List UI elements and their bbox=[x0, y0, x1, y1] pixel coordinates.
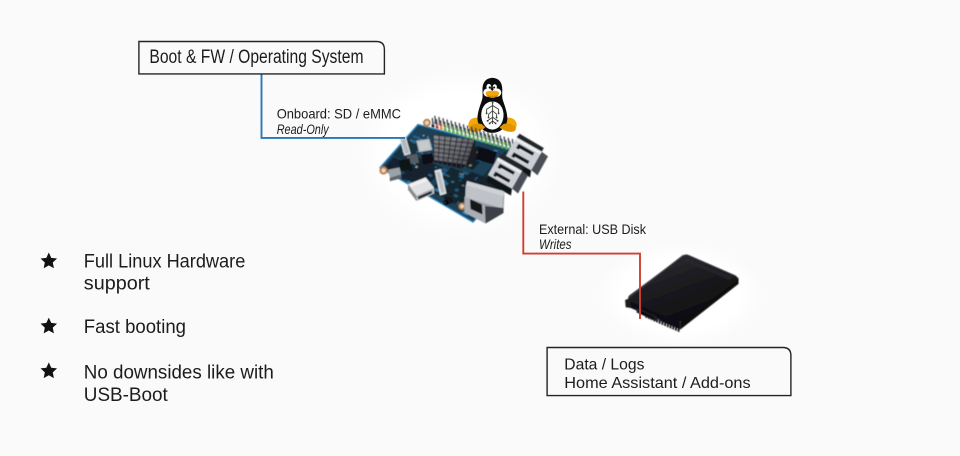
svg-text:Home Assistant / Add-ons: Home Assistant / Add-ons bbox=[564, 375, 750, 392]
svg-text:USB-Boot: USB-Boot bbox=[84, 385, 169, 406]
svg-text:Writes: Writes bbox=[539, 236, 572, 252]
svg-text:support: support bbox=[84, 274, 151, 295]
svg-text:External: USB Disk: External: USB Disk bbox=[539, 221, 647, 237]
svg-text:Read-Only: Read-Only bbox=[277, 121, 330, 137]
svg-text:Onboard: SD / eMMC: Onboard: SD / eMMC bbox=[277, 106, 401, 122]
svg-text:Boot & FW / Operating System: Boot & FW / Operating System bbox=[149, 47, 363, 68]
svg-text:Data / Logs: Data / Logs bbox=[564, 357, 644, 374]
svg-text:Full Linux Hardware: Full Linux Hardware bbox=[84, 252, 246, 273]
svg-text:Fast booting: Fast booting bbox=[84, 317, 186, 338]
svg-text:No downsides like with: No downsides like with bbox=[84, 363, 274, 384]
